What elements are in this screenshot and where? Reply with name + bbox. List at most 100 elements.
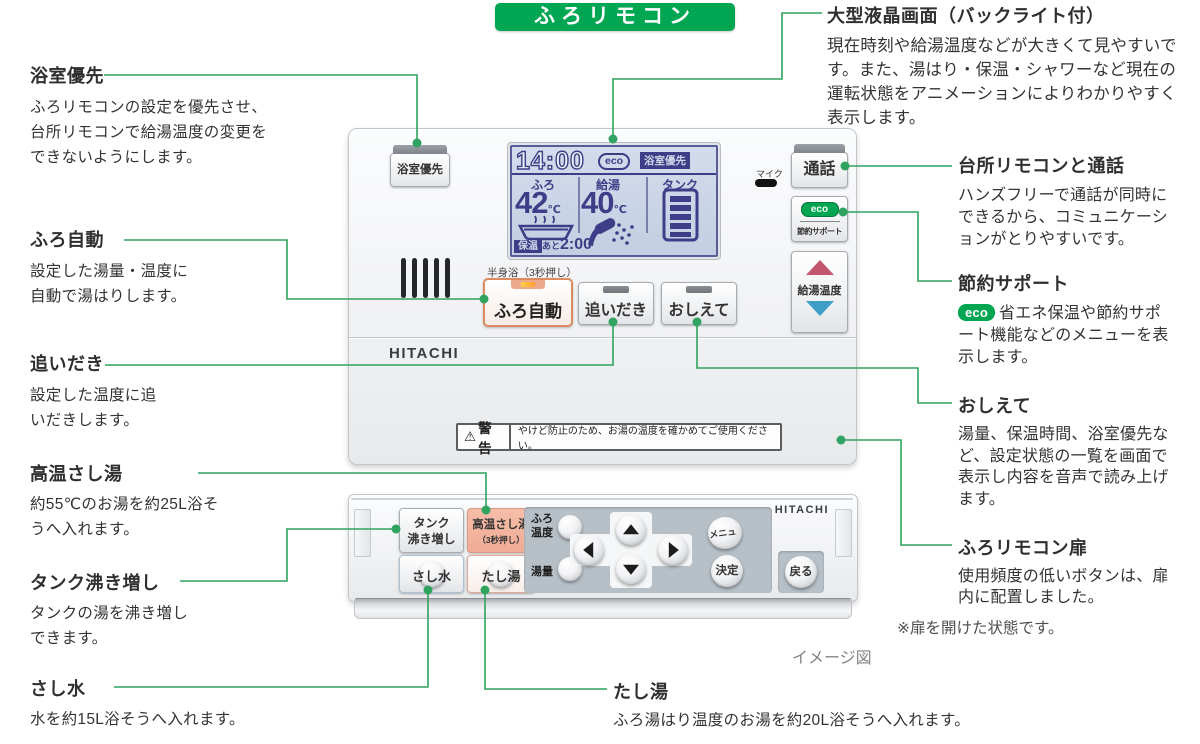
image-note: イメージ図 [792,650,872,667]
speaker-grille [401,258,450,298]
dpad-down-button[interactable] [616,554,646,584]
annotation-body: 現在時刻や給湯温度などが大きくて見やすいです。また、湯はり・保温・シャワーなど現… [827,37,1177,127]
temp-down-icon[interactable] [805,301,834,316]
door-arm-left [354,509,371,557]
lcd-priority-badge: 浴室優先 [640,152,690,169]
dpad-up-button[interactable] [616,515,646,545]
mic-label: マイク [756,169,783,179]
button-label: おしえて [668,302,730,319]
annotation-title: 大型液晶画面（バックライト付） [827,6,1105,26]
arrow-left-icon [583,542,594,558]
dpad-right-button[interactable] [658,535,688,565]
annotation-tashiyu: たし湯 ふろ湯はり温度のお湯を約20L浴そうへ入れます。 [613,678,1073,733]
annotation-body: ふろリモコンの設定を優先させ、台所リモコンで給湯温度の変更をできないようにします… [30,99,268,166]
annotation-title: たし湯 [613,682,669,702]
eco-badge: eco [800,202,839,217]
koon-sashiyu-button[interactable]: 高温さし湯 （3秒押し） [467,508,535,553]
annotation-tank-wakimashi: タンク沸き増し タンクの湯を沸き増しできます。 [30,569,230,651]
yuryo-label: 湯量 [531,566,553,578]
button-grip [686,286,712,293]
oidaki-button[interactable]: 追いだき [578,282,654,325]
lcd-time-left: 2:00 [560,236,593,253]
button-label: 給湯温度 [797,285,842,297]
push-ball [488,561,514,587]
temp-up-icon[interactable] [805,260,834,275]
setsuyaku-support-button[interactable]: eco 節約サポート [791,196,848,242]
furo-auto-button[interactable]: ふろ自動 [483,278,573,327]
button-label: 戻る [789,566,813,578]
lcd-kyuto-temp: 40 [581,185,614,220]
button-label-line2: 沸き増し [407,532,456,547]
annotation-tobira: ふろリモコン扉 使用頻度の低いボタンは、扉内に配置しました。 [958,534,1180,608]
door-seam [351,498,853,500]
tashiyu-button[interactable]: たし湯 [467,555,535,593]
oshiete-button[interactable]: おしえて [661,282,737,325]
annotation-title: ふろ自動 [30,230,104,250]
annotation-body: 水を約15L浴そうへ入れます。 [30,711,245,728]
dpad-left-button[interactable] [574,535,604,565]
lcd-ato: あと [542,241,561,251]
annotation-title: タンク沸き増し [30,573,160,593]
button-label: 節約サポート [797,227,843,236]
sashimizu-button[interactable]: さし水 [399,555,464,593]
arrow-right-icon [668,542,679,558]
warning-icon: ⚠ [464,429,477,444]
shower-icon [588,218,634,246]
annotation-yokushitsu: 浴室優先 ふろリモコンの設定を優先させ、台所リモコンで給湯温度の変更をできないよ… [30,62,280,170]
led-indicator [520,282,536,287]
kettei-button[interactable]: 決定 [711,555,743,587]
annotation-title: 浴室優先 [30,66,104,86]
annotation-title: 追いだき [30,354,104,374]
menu-button[interactable]: メニュー [708,517,742,570]
button-label: たし湯 [481,569,521,584]
button-label: ふろ自動 [494,302,562,321]
page-title-banner: ふろリモコン [495,3,735,31]
button-cap [794,144,845,153]
annotation-title: 高温さし湯 [30,464,123,484]
annotation-sashimizu: さし水 水を約15L浴そうへ入れます。 [30,675,310,732]
kyuto-ondo-button[interactable]: 給湯温度 [791,251,848,333]
back-button[interactable]: 戻る [785,556,817,588]
lcd-screen: 14:00 eco 浴室優先 ふろ 給湯 タンク 42℃ 40℃ [510,145,718,257]
hanshinyoku-note: 半身浴（3秒押し） [487,267,577,279]
brand-logo: HITACHI [774,504,829,516]
lcd-hoon-badge: 保温 [514,240,542,253]
talk-button[interactable]: 通話 [791,144,848,188]
furo-ondo-label-line1: ふろ [531,513,553,525]
push-ball [418,561,445,587]
lcd-deg: ℃ [613,204,627,216]
button-label: 通話 [803,161,836,178]
lcd-furo-temp: 42 [515,185,548,220]
warning-text: やけど防止のため、お湯の温度を確かめてご使用ください。 [517,426,768,452]
led-housing [511,280,545,289]
mic-icon [755,179,777,187]
button-label-line1: タンク [413,516,450,530]
lcd-time: 14:00 [515,147,585,176]
bathroom-priority-button[interactable]: 浴室優先 [390,145,450,187]
eco-badge: eco [958,304,996,321]
annotation-body: 約55℃のお湯を約25L浴そうへ入れます。 [30,496,219,538]
lcd-kyuto-label: 給湯 [596,178,621,192]
bathtub-icon [517,215,575,241]
annotation-title: 節約サポート [958,274,1069,294]
lcd-eco-badge: eco [598,153,631,170]
annotation-body: ふろ湯はり温度のお湯を約20L浴そうへ入れます。 [613,712,971,729]
annotation-body: 省エネ保温や節約サポート機能などのメニューを表示します。 [958,305,1169,366]
annotation-title: おしえて [958,396,1032,416]
annotation-oidaki: 追いだき 設定した温度に追いだきします。 [30,350,190,433]
arrow-up-icon [623,524,639,535]
button-label-line2: （3秒押し） [477,535,525,545]
open-door-flap [354,598,852,619]
annotation-title: さし水 [30,679,86,699]
button-label-line1: 高温さし湯 [472,519,530,531]
back-panel: 戻る [778,551,824,593]
control-panel: ふろ 温度 湯量 メニュー [524,507,772,593]
tank-wakimashi-button[interactable]: タンク 沸き増し [399,508,464,553]
button-cap [393,145,447,154]
button-label: 決定 [715,565,739,577]
arrow-down-icon [623,564,639,575]
button-label: さし水 [411,569,451,584]
bath-remote-door-open: HITACHI タンク 沸き増し 高温さし湯 （3秒押し） さし水 たし湯 [348,494,858,602]
